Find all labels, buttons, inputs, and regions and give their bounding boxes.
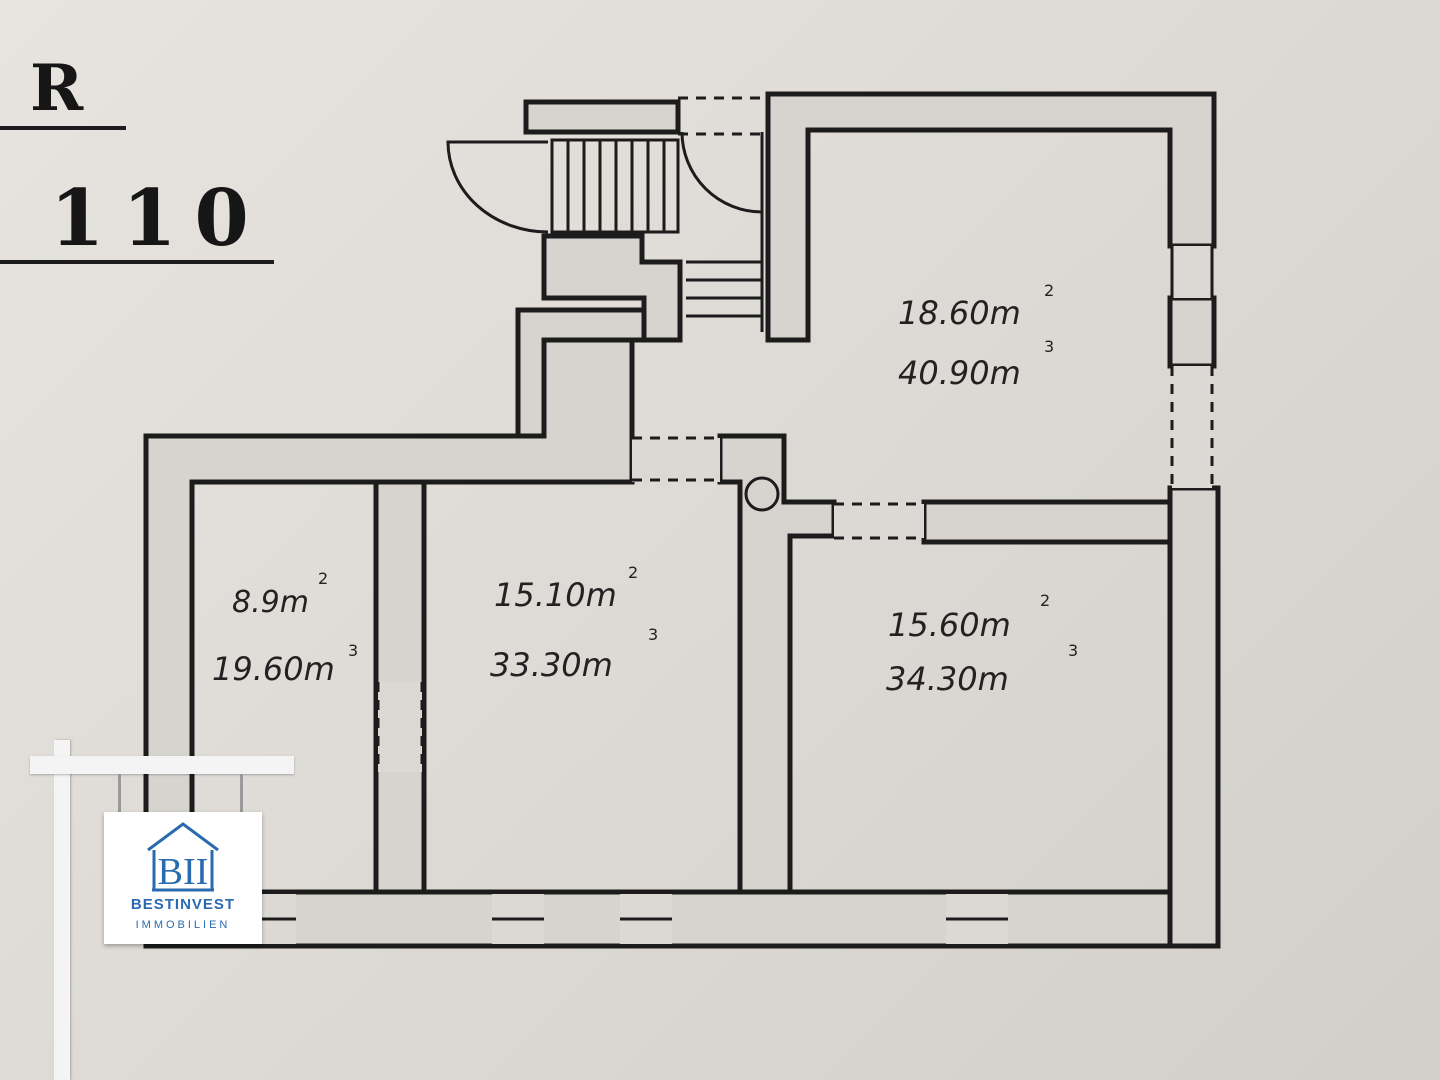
wall-interior-middle xyxy=(717,433,837,895)
brand-name: BESTINVEST xyxy=(130,896,236,913)
wall-interior-right xyxy=(921,499,1173,545)
room-area: 15.60m xyxy=(888,606,1011,644)
room-label-left: 8.9m 2 19.60m 3 xyxy=(212,569,358,688)
room-volume-unit: 3 xyxy=(1068,641,1078,660)
wall-stair-top xyxy=(523,99,681,135)
room-label-middle: 15.10m 2 33.30m 3 xyxy=(490,563,658,684)
room-volume: 34.30m xyxy=(886,660,1009,698)
brand-subtitle: IMMOBILIEN xyxy=(135,919,231,931)
room-area-unit: 2 xyxy=(1040,591,1050,610)
sign-chain-left xyxy=(118,774,121,814)
room-label-top-right: 18.60m 2 40.90m 3 xyxy=(898,281,1054,392)
header-letter: R xyxy=(30,51,84,126)
sign-arm xyxy=(30,756,294,774)
realtor-sign: BII BESTINVEST IMMOBILIEN xyxy=(104,812,262,944)
south-windows xyxy=(262,894,1008,944)
house-logo-icon: BII xyxy=(147,822,219,893)
stair-treads xyxy=(550,132,764,332)
room-volume-unit: 3 xyxy=(648,625,658,644)
room-volume-unit: 3 xyxy=(1044,337,1054,356)
wall-stair-lower xyxy=(515,307,647,439)
room-area-unit: 2 xyxy=(1044,281,1054,300)
openings xyxy=(376,246,1214,772)
room-area: 15.10m xyxy=(494,576,617,614)
room-volume-unit: 3 xyxy=(348,641,358,660)
room-volume: 19.60m xyxy=(212,650,335,688)
room-area-unit: 2 xyxy=(318,569,328,588)
header-number: 110 xyxy=(50,173,267,264)
room-area: 18.60m xyxy=(898,294,1021,332)
wall-outer-north xyxy=(765,91,1217,343)
room-volume: 33.30m xyxy=(490,646,613,684)
room-area: 8.9m xyxy=(232,585,309,620)
logo-letters: BII xyxy=(158,851,209,893)
sign-post xyxy=(54,740,70,1080)
room-volume: 40.90m xyxy=(898,354,1021,392)
room-label-bottom-right: 15.60m 2 34.30m 3 xyxy=(886,591,1078,698)
door-swing-left xyxy=(446,140,549,234)
door-swing-right xyxy=(680,131,763,214)
chimney xyxy=(744,476,780,512)
wall-outer-south xyxy=(143,889,1221,949)
room-area-unit: 2 xyxy=(628,563,638,582)
wall-east-upper xyxy=(1167,295,1217,369)
wall-outer-east xyxy=(1167,485,1221,949)
sign-chain-right xyxy=(240,774,243,814)
